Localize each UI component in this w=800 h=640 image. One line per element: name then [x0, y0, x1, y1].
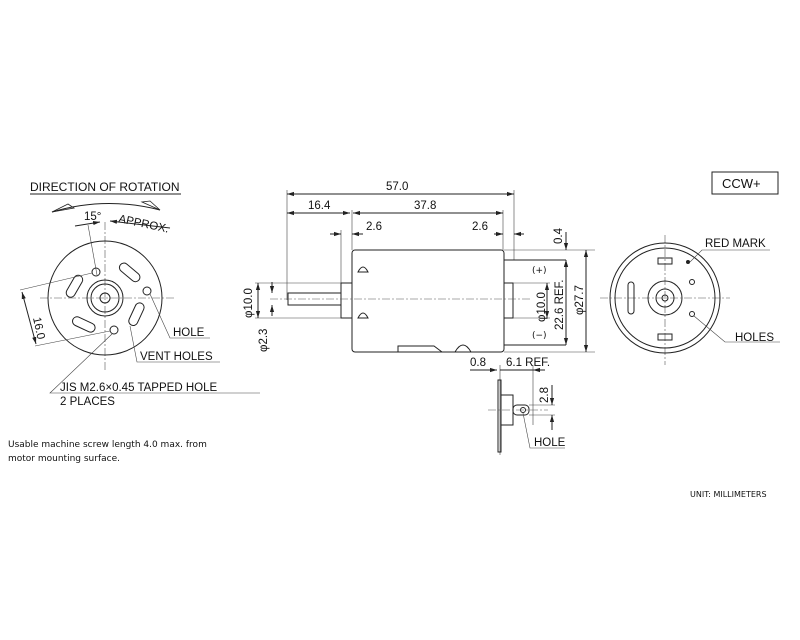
terminal-span: 22.6 REF.: [554, 280, 566, 331]
motor-body: [351, 249, 505, 353]
hole-label: HOLE: [173, 327, 205, 339]
rear-view: CCW+ RED MARK HOLES: [600, 171, 780, 365]
dim-front-boss: 2.6: [366, 221, 382, 233]
dia-front-boss: φ10.0: [243, 288, 255, 318]
side-view: 57.0 16.4 37.8 2.6 2.6 (+) (−) φ10.0 φ2.…: [243, 181, 595, 455]
front-boss: [340, 282, 353, 319]
note-line-1: Usable machine screw length 4.0 max. fro…: [8, 440, 207, 450]
vent-hole-icon: [118, 262, 141, 283]
tapped-hole-icon: [109, 325, 119, 335]
red-mark-label: RED MARK: [705, 238, 766, 250]
dia-rear-boss: φ10.0: [536, 292, 548, 322]
red-mark-icon: [686, 260, 690, 264]
dim-28: 2.8: [539, 387, 551, 403]
dim-61: 6.1 REF.: [506, 357, 550, 369]
dim-08: 0.8: [470, 357, 486, 369]
rotation-badge: [711, 171, 779, 195]
places-label: 2 PLACES: [60, 396, 115, 408]
hole-icon: [689, 279, 695, 285]
vent-hole-icon: [627, 281, 635, 315]
dim-shaft: 16.4: [308, 200, 331, 212]
vent-holes-label: VENT HOLES: [140, 351, 213, 363]
terminal-minus-icon: [657, 333, 673, 341]
hole-icon: [142, 286, 152, 296]
front-view: DIRECTION OF ROTATION 15° APPROX. 16.0 H…: [19, 180, 260, 408]
dia-shaft: φ2.3: [258, 329, 270, 352]
vent-hole-icon: [128, 302, 145, 327]
plus-label: (+): [532, 266, 547, 276]
rotation-title: DIRECTION OF ROTATION: [30, 180, 180, 194]
angle-label: 15°: [84, 211, 101, 223]
terminal-plus-icon: [657, 257, 673, 265]
dia-body: φ27.7: [574, 285, 586, 315]
note-line-2: motor mounting surface.: [8, 454, 120, 464]
unit-label: UNIT: MILLIMETERS: [690, 490, 767, 499]
hole-icon: [689, 311, 695, 317]
holes-label: HOLES: [735, 332, 774, 344]
tapped-hole-label: JIS M2.6×0.45 TAPPED HOLE: [60, 382, 217, 394]
rotation-arrow: [51, 202, 161, 213]
motor-rear-outline: [609, 242, 721, 354]
dim-overall: 57.0: [386, 181, 408, 193]
terminal-hole-label: HOLE: [534, 437, 566, 449]
rear-boss: [503, 282, 514, 319]
dim-16: 16.0: [30, 316, 46, 340]
rotation-badge-label: CCW+: [722, 176, 761, 191]
tapped-hole-icon: [91, 267, 101, 277]
dim-rear-boss: 2.6: [472, 221, 488, 233]
dim-body: 37.8: [414, 200, 436, 212]
dim-04: 0.4: [553, 227, 565, 244]
vent-hole-icon: [71, 316, 96, 333]
minus-label: (−): [532, 331, 547, 341]
approx-label: APPROX.: [117, 213, 170, 235]
motor-face-outline: [47, 240, 163, 356]
